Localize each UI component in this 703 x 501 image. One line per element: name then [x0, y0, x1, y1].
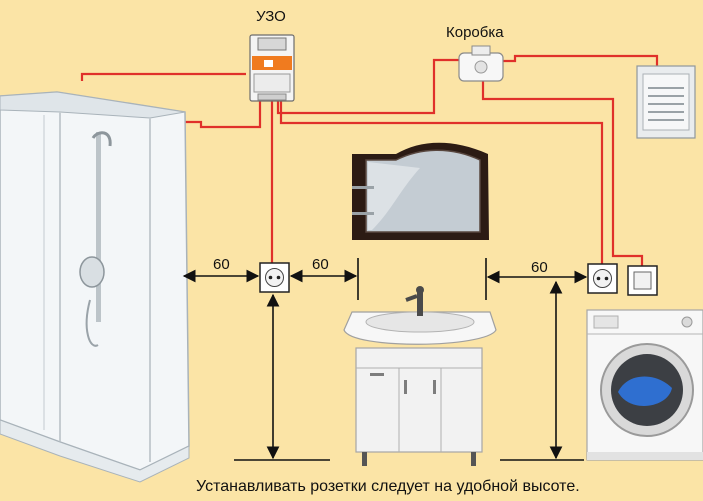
washing-machine	[586, 309, 703, 461]
dimension-lines	[182, 258, 588, 461]
rcd-label: УЗО	[256, 8, 286, 25]
caption: Устанавливать розетки следует на удобной…	[196, 478, 580, 495]
shower-cabin	[0, 91, 190, 483]
socket-right	[587, 263, 618, 294]
wire-rcd-to-box	[276, 58, 459, 115]
light-switch	[627, 265, 658, 296]
distance-shower-socket-label: 60	[213, 256, 230, 273]
exhaust-fan	[636, 65, 696, 139]
wire-shower	[185, 101, 262, 129]
distance-socket-sink-label: 60	[312, 256, 329, 273]
mirror-cabinet	[352, 142, 489, 240]
sink-vanity	[343, 286, 497, 466]
rcd-breaker	[249, 34, 295, 102]
distance-sink-socket-label: 60	[531, 259, 548, 276]
wire-to-socket-right	[279, 101, 604, 264]
wire-box-to-fan	[502, 54, 659, 66]
junction-box	[458, 45, 504, 82]
wire-rcd-in	[80, 72, 246, 81]
junction-box-label: Коробка	[446, 24, 504, 41]
wire-to-switch	[481, 78, 644, 266]
socket-left	[259, 262, 290, 293]
wiring	[80, 54, 659, 266]
